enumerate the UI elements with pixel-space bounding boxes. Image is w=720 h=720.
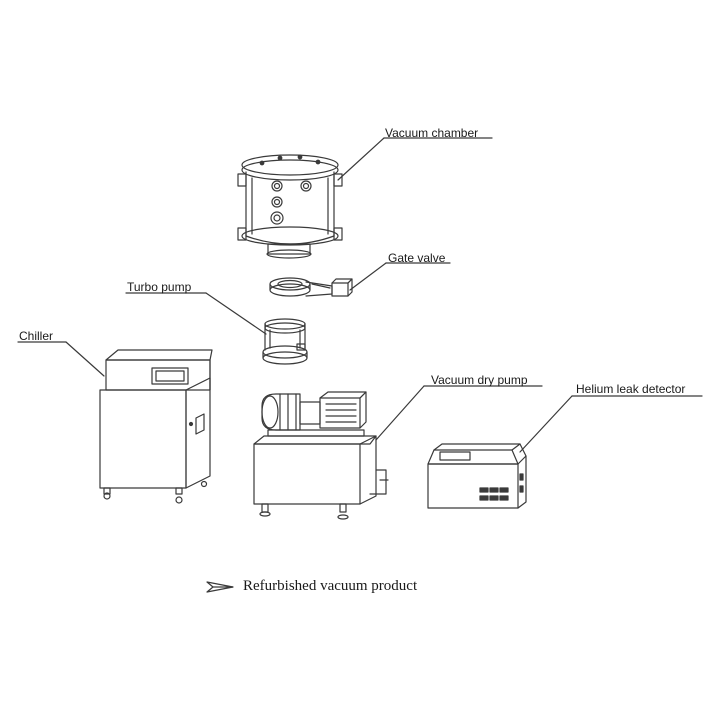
label-turbo-pump: Turbo pump: [127, 280, 192, 294]
vacuum-dry-pump-drawing: [253, 385, 543, 520]
caption-text: Refurbished vacuum product: [243, 578, 418, 594]
turbo-pump-drawing: [125, 292, 308, 365]
chiller-drawing: [17, 341, 213, 504]
helium-leak-detector-drawing: [427, 395, 703, 509]
legend-caption: Refurbished vacuum product: [205, 578, 417, 595]
vacuum-chamber-drawing: [237, 137, 493, 259]
label-helium-leak-detector: Helium leak detector: [576, 382, 686, 396]
label-vacuum-chamber: Vacuum chamber: [385, 126, 479, 140]
label-chiller: Chiller: [19, 329, 54, 343]
arrow-right-icon: [206, 580, 234, 593]
gate-valve-drawing: [269, 262, 451, 297]
label-gate-valve: Gate valve: [388, 251, 446, 265]
label-vacuum-dry-pump: Vacuum dry pump: [431, 373, 528, 387]
